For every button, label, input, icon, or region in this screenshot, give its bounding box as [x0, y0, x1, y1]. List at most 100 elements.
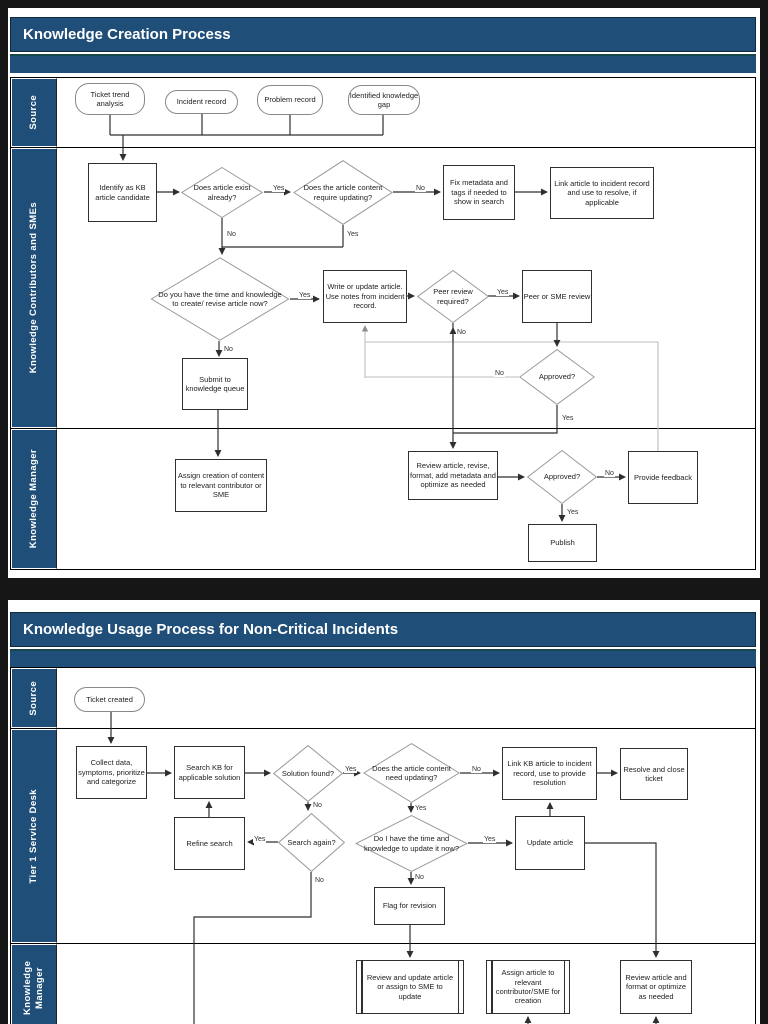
- decision-content-require-updating: Does the article content require updatin…: [293, 160, 393, 225]
- lane-label-tier1: Tier 1 Service Desk: [11, 729, 57, 943]
- edge-label-no: No: [604, 470, 615, 477]
- node-label: Search KB for applicable solution: [178, 763, 241, 782]
- header-band: [10, 54, 756, 73]
- node-review-revise-format: Review article, revise, format, add meta…: [408, 451, 498, 500]
- decision-peer-review-required: Peer review required?: [417, 270, 489, 323]
- node-label: Does the article content require updatin…: [303, 183, 383, 202]
- node-assign-article-contributor: Assign article to relevant contributor/S…: [486, 960, 570, 1014]
- header-band: [10, 649, 756, 668]
- node-label: Link article to incident record and use …: [554, 178, 650, 207]
- node-label: Approved?: [543, 472, 581, 482]
- node-label: Problem record: [264, 95, 316, 105]
- node-publish: Publish: [528, 524, 597, 562]
- lane-label-source: Source: [11, 668, 57, 728]
- edge-label-no: No: [226, 231, 237, 238]
- edge-label-no: No: [456, 329, 467, 336]
- node-label: Search again?: [287, 837, 336, 847]
- decision-time-to-update: Do I have the time and knowledge to upda…: [355, 815, 468, 872]
- node-label: Refine search: [186, 838, 233, 848]
- decision-solution-found: Solution found?: [273, 745, 343, 802]
- decision-content-need-updating: Does the article content need updating?: [363, 743, 460, 803]
- node-label: Assign creation of content to relevant c…: [177, 471, 265, 500]
- node-collect-data: Collect data, symptoms, prioritize and c…: [76, 746, 147, 799]
- node-label: Ticket trend analysis: [90, 89, 130, 108]
- node-label: Resolve and close ticket: [623, 764, 685, 783]
- node-label: Provide feedback: [634, 472, 692, 482]
- node-fix-metadata: Fix metadata and tags if needed to show …: [443, 165, 515, 220]
- node-label: Approved?: [538, 372, 576, 382]
- lane-source: Source: [10, 667, 756, 729]
- node-incident-record: Incident record: [165, 90, 238, 114]
- edge-label-no: No: [494, 370, 505, 377]
- node-label: Ticket created: [86, 694, 133, 704]
- edge-label-yes: Yes: [272, 185, 286, 192]
- node-label: Submit to knowledge queue: [185, 374, 245, 393]
- node-write-update-article: Write or update article. Use notes from …: [323, 270, 407, 323]
- node-label: Publish: [550, 538, 575, 548]
- node-label: Does the article content need updating?: [372, 763, 451, 782]
- node-update-article: Update article: [515, 816, 585, 870]
- node-label: Solution found?: [281, 768, 335, 778]
- node-identify-kb-candidate: Identify as KB article candidate: [88, 163, 157, 222]
- node-ticket-trend-analysis: Ticket trend analysis: [75, 83, 145, 115]
- node-label: Do I have the time and knowledge to upda…: [363, 834, 460, 853]
- node-resolve-close-ticket: Resolve and close ticket: [620, 748, 688, 800]
- page-title-text: Knowledge Usage Process for Non-Critical…: [23, 621, 399, 638]
- node-label: Assign article to relevant contributor/S…: [495, 968, 561, 1006]
- node-label: Fix metadata and tags if needed to show …: [450, 178, 508, 207]
- node-label: Identify as KB article candidate: [95, 183, 150, 202]
- edge-label-yes: Yes: [561, 415, 575, 422]
- edge-label-yes: Yes: [414, 805, 428, 812]
- node-problem-record: Problem record: [257, 85, 323, 115]
- edge-label-yes: Yes: [496, 289, 510, 296]
- page-knowledge-usage: Knowledge Usage Process for Non-Critical…: [8, 600, 760, 1024]
- decision-peer-approved: Approved?: [519, 349, 595, 405]
- edge-label-no: No: [415, 185, 426, 192]
- edge-label-yes: Yes: [346, 231, 360, 238]
- node-assign-creation: Assign creation of content to relevant c…: [175, 459, 267, 512]
- node-review-format-optimize: Review article and format or optimize as…: [620, 960, 692, 1014]
- node-provide-feedback: Provide feedback: [628, 451, 698, 504]
- node-label: Collect data, symptoms, prioritize and c…: [78, 758, 145, 787]
- page-title-text: Knowledge Creation Process: [23, 26, 231, 43]
- edge-label-yes: Yes: [483, 836, 497, 843]
- decision-time-knowledge-create: Do you have the time and knowledge to cr…: [150, 257, 290, 341]
- edge-label-yes: Yes: [253, 836, 267, 843]
- edge-label-yes: Yes: [298, 292, 312, 299]
- node-link-article-incident: Link article to incident record and use …: [550, 167, 654, 219]
- node-link-kb-article: Link KB article to incident record, use …: [502, 747, 597, 800]
- node-refine-search: Refine search: [174, 817, 245, 870]
- node-identified-knowledge-gap: Identified knowledge gap: [348, 85, 420, 115]
- node-label: Do you have the time and knowledge to cr…: [158, 289, 282, 308]
- decision-manager-approved: Approved?: [527, 450, 597, 504]
- lane-label-knowledge-manager: Knowledge Manager: [11, 429, 57, 569]
- node-label: Identified knowledge gap: [349, 90, 419, 109]
- node-label: Peer review required?: [433, 287, 473, 306]
- edge-label-yes: Yes: [566, 509, 580, 516]
- page-title: Knowledge Creation Process: [10, 17, 756, 52]
- node-label: Review article and format or optimize as…: [625, 972, 687, 1001]
- edge-label-yes: Yes: [344, 766, 358, 773]
- node-label: Update article: [526, 838, 574, 848]
- decision-article-exists: Does article exist already?: [181, 167, 263, 218]
- lane-label-knowledge-manager: Knowledge Manager: [11, 944, 57, 1024]
- edge-label-no: No: [414, 874, 425, 881]
- node-label: Write or update article. Use notes from …: [325, 282, 405, 311]
- edge-label-no: No: [312, 802, 323, 809]
- node-submit-knowledge-queue: Submit to knowledge queue: [182, 358, 248, 410]
- node-flag-for-revision: Flag for revision: [374, 887, 445, 925]
- lane-label-contributors: Knowledge Contributors and SMEs: [11, 148, 57, 428]
- node-label: Peer or SME review: [523, 291, 591, 301]
- page-title: Knowledge Usage Process for Non-Critical…: [10, 612, 756, 647]
- edge-label-no: No: [223, 346, 234, 353]
- node-label: Incident record: [176, 97, 227, 107]
- edge-label-no: No: [314, 877, 325, 884]
- decision-search-again: Search again?: [278, 813, 345, 872]
- lane-label-source: Source: [11, 78, 57, 147]
- node-review-update-or-assign-sme: Review and update article or assign to S…: [356, 960, 464, 1014]
- node-label: Link KB article to incident record, use …: [507, 759, 592, 788]
- page-knowledge-creation: Knowledge Creation Process Source Knowle…: [8, 8, 760, 578]
- node-label: Review and update article or assign to S…: [366, 972, 454, 1001]
- node-label: Does article exist already?: [193, 183, 251, 202]
